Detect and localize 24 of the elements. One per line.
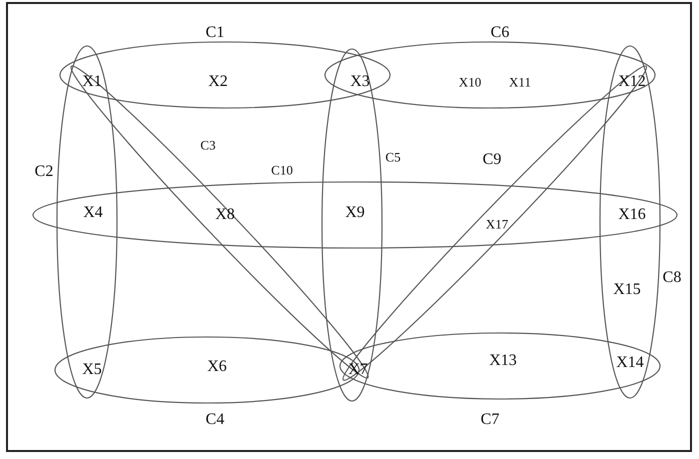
element-label: X10 — [458, 76, 482, 88]
element-label: X14 — [616, 355, 644, 371]
element-label: X3 — [350, 74, 370, 90]
element-label: X5 — [82, 362, 102, 378]
set-label: C3 — [200, 138, 216, 152]
set-label: C9 — [482, 152, 502, 168]
set-label: C2 — [34, 164, 54, 180]
set-label: C4 — [206, 412, 224, 428]
set-label: C5 — [385, 150, 401, 164]
set-label: C10 — [271, 164, 293, 176]
element-label: X11 — [509, 76, 531, 88]
set-label: C8 — [662, 270, 682, 286]
element-label: X13 — [489, 353, 517, 369]
element-label: X2 — [208, 74, 228, 90]
element-label: X16 — [618, 207, 646, 223]
element-label: X8 — [215, 207, 235, 223]
set-label: C6 — [490, 25, 510, 41]
element-label: X4 — [83, 205, 103, 221]
set-label: C7 — [480, 412, 500, 428]
element-label: X6 — [207, 359, 227, 375]
element-label: X15 — [613, 282, 641, 298]
element-label: X9 — [345, 205, 365, 221]
element-label: X17 — [486, 218, 508, 230]
set-label: C1 — [206, 25, 224, 41]
